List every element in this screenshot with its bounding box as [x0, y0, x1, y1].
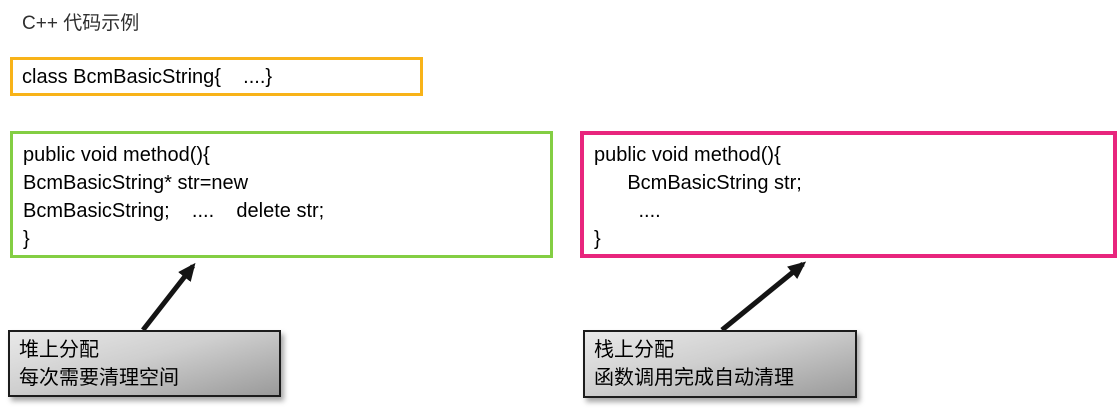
stack-code-line-2: BcmBasicString str; — [594, 172, 802, 194]
stack-code-line-4: } — [594, 228, 601, 250]
heap-allocation-code-box: public void method(){ BcmBasicString* st… — [10, 131, 553, 258]
heap-label-line-1: 堆上分配 — [19, 339, 99, 361]
stack-allocation-label: 栈上分配 函数调用完成自动清理 — [583, 330, 857, 398]
stack-code-line-1: public void method(){ — [594, 144, 781, 166]
stack-arrow — [720, 261, 807, 332]
stack-allocation-code-box: public void method(){ BcmBasicString str… — [580, 131, 1117, 258]
heap-code-line-1: public void method(){ — [23, 144, 210, 166]
heap-label-line-2: 每次需要清理空间 — [19, 367, 179, 389]
slide-title: C++ 代码示例 — [22, 13, 140, 34]
heap-arrow — [141, 262, 196, 332]
heap-code-line-2: BcmBasicString* str=new — [23, 172, 249, 194]
stack-code-line-3: .... — [594, 200, 661, 222]
heap-code-line-4: } — [23, 228, 30, 250]
class-definition-box: class BcmBasicString{ ....} — [10, 57, 423, 96]
heap-code-line-3: BcmBasicString; .... delete str; — [23, 200, 325, 222]
heap-allocation-label: 堆上分配 每次需要清理空间 — [8, 330, 281, 397]
stack-label-line-1: 栈上分配 — [594, 339, 674, 361]
class-definition-code: class BcmBasicString{ ....} — [22, 65, 273, 88]
stack-label-line-2: 函数调用完成自动清理 — [594, 367, 794, 389]
